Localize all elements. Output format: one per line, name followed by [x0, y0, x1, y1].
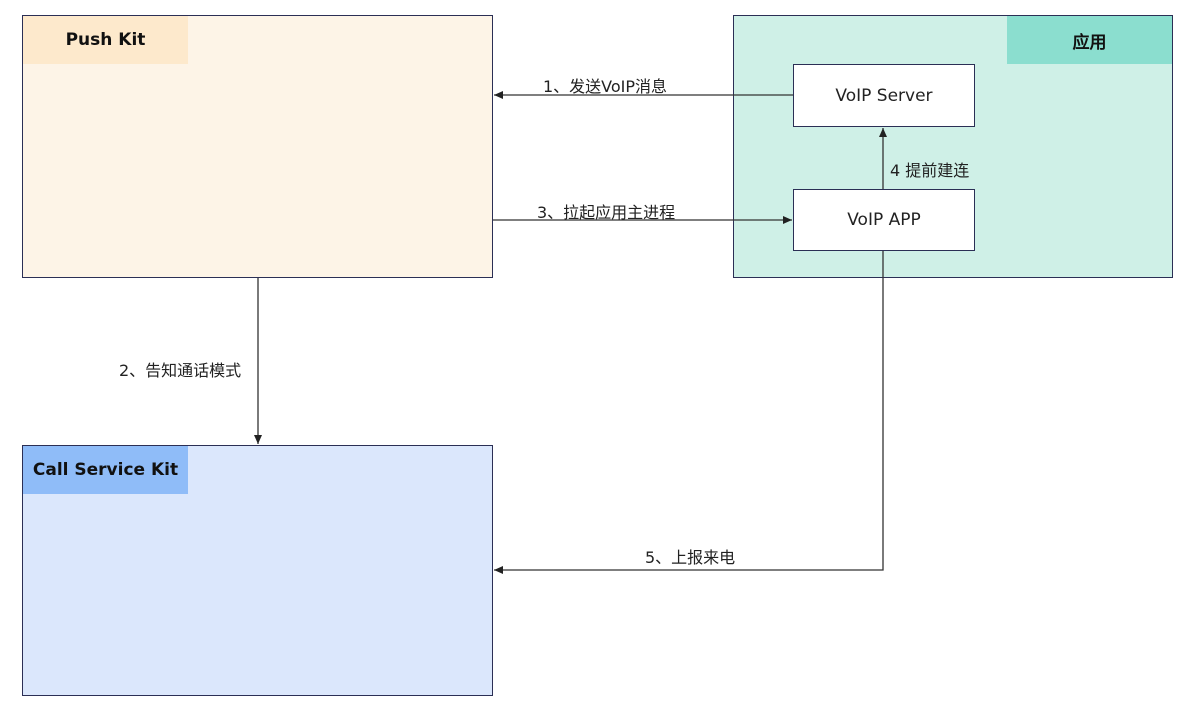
- edge-label-step-1: 1、发送VoIP消息: [543, 77, 668, 96]
- call-service-kit-title: Call Service Kit: [23, 446, 188, 494]
- app-title: 应用: [1007, 16, 1172, 64]
- edge-label-step-3: 3、拉起应用主进程: [537, 203, 676, 222]
- push-kit-container: Push Kit: [22, 15, 493, 278]
- edge-label-step-4: 4 提前建连: [890, 161, 970, 180]
- voip-server-node: VoIP Server: [793, 64, 975, 127]
- edge-label-step-5: 5、上报来电: [645, 548, 736, 567]
- edge-step-5: [494, 251, 884, 574]
- push-kit-title: Push Kit: [23, 16, 188, 64]
- voip-app-node: VoIP APP: [793, 189, 975, 251]
- edge-label-step-2: 2、告知通话模式: [119, 361, 242, 380]
- call-service-kit-container: Call Service Kit: [22, 445, 493, 696]
